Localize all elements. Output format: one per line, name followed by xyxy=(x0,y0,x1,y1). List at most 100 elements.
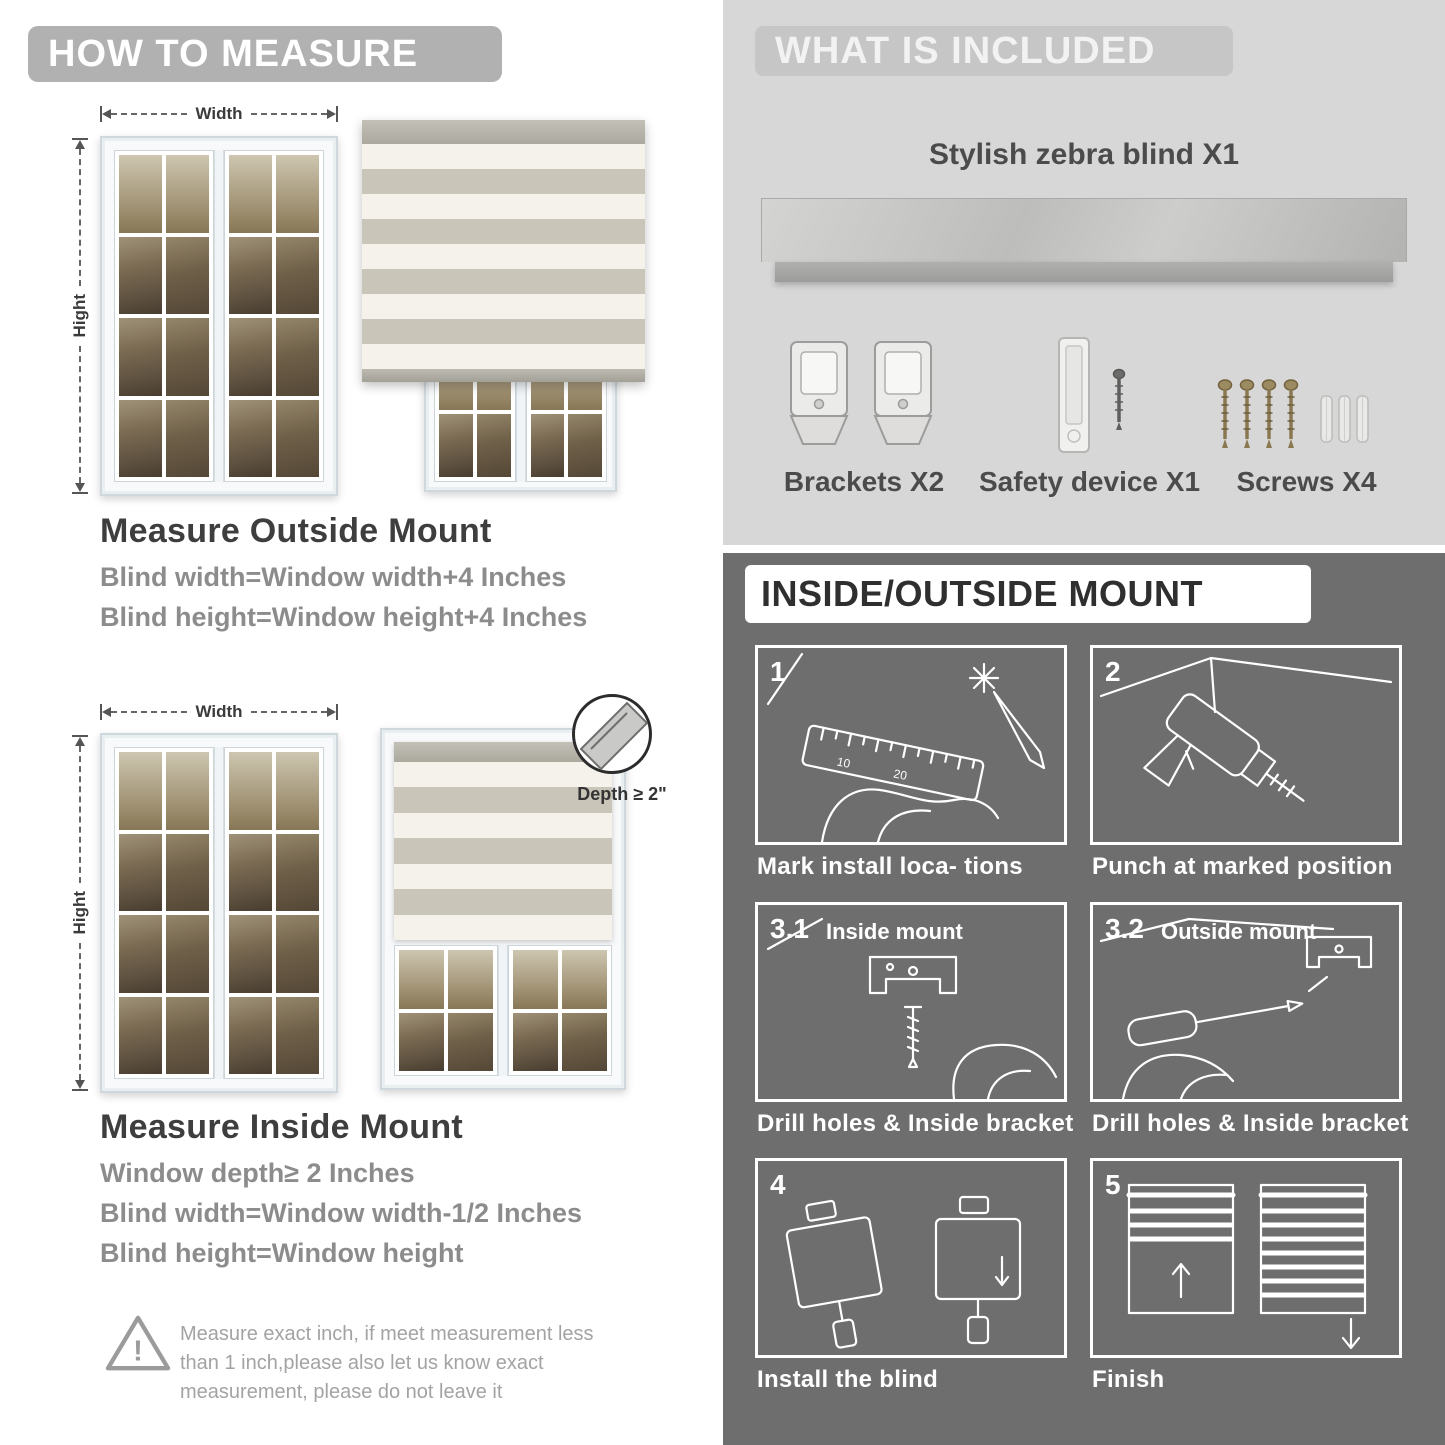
warning-line: Measure exact inch, if meet measurement … xyxy=(180,1323,594,1345)
how-to-measure-section: HOW TO MEASURE Width Hight Measure Out xyxy=(0,0,710,1445)
step-number: 5 xyxy=(1105,1169,1121,1200)
step-4-caption: Install the blind xyxy=(757,1366,939,1393)
window-pane xyxy=(119,915,162,993)
blind-stripe xyxy=(362,319,645,344)
window-pane xyxy=(276,318,319,396)
blind-headrail-valance xyxy=(775,262,1393,282)
dim-endbar xyxy=(100,704,102,720)
blind-cassette xyxy=(394,742,612,762)
window-pane xyxy=(229,155,272,233)
step-panel-5: 5 xyxy=(1090,1158,1402,1358)
blind-cassette xyxy=(362,120,645,144)
window-mullion xyxy=(214,150,224,482)
blind-stripe xyxy=(362,194,645,219)
window-pane xyxy=(229,318,272,396)
outside-rule-width: Blind width=Window width+4 Inches xyxy=(100,562,567,592)
warning-icon: ! xyxy=(105,1315,171,1371)
arrow-up-icon xyxy=(75,140,85,149)
arrow-up-icon xyxy=(75,737,85,746)
window-pane xyxy=(166,236,209,314)
blind-bottom-rail xyxy=(362,369,645,382)
dim-endbar xyxy=(336,704,338,720)
window-pane xyxy=(119,399,162,477)
window-pane xyxy=(276,752,319,830)
blind-stripe xyxy=(362,144,645,169)
step-panel-2: 2 xyxy=(1090,645,1402,845)
window-illustration-inside xyxy=(100,733,338,1093)
dim-endbar xyxy=(100,106,102,122)
safety-device-icon xyxy=(1058,337,1126,453)
step-5-caption: Finish xyxy=(1092,1366,1165,1393)
outside-mount-title: Measure Outside Mount xyxy=(100,512,492,550)
outside-width-dimension: Width xyxy=(100,104,338,124)
dim-endbar xyxy=(336,106,338,122)
window-pane xyxy=(166,752,209,830)
window-pane xyxy=(568,414,602,477)
blind-stripe xyxy=(362,244,645,269)
step-1-caption: Mark install loca- tions xyxy=(757,853,1023,880)
window-pane xyxy=(166,833,209,911)
blind-stripes xyxy=(394,762,612,940)
window-pane xyxy=(119,833,162,911)
blind-stripes xyxy=(362,144,645,369)
depth-zoom-circle xyxy=(572,694,652,774)
window-pane xyxy=(476,414,511,477)
window-lower-panes xyxy=(394,945,612,1076)
blind-stripe xyxy=(362,344,645,369)
window-pane xyxy=(448,950,493,1009)
blind-stripe xyxy=(362,219,645,244)
step-panel-3-2: 3.2 Outside mount xyxy=(1090,902,1402,1102)
step-3-1-caption: Drill holes & Inside bracket xyxy=(757,1110,1074,1137)
step-2-caption: Punch at marked position xyxy=(1092,853,1393,880)
what-is-included-title: WHAT IS INCLUDED xyxy=(755,26,1233,76)
dim-line xyxy=(79,345,81,483)
arrow-right-icon xyxy=(327,109,336,119)
blind-stripe xyxy=(362,294,645,319)
depth-note: Depth ≥ 2" xyxy=(577,784,667,804)
window-pane xyxy=(399,950,444,1009)
inside-blind xyxy=(394,742,612,940)
window-pane xyxy=(448,1012,493,1071)
dim-endbar xyxy=(72,138,88,140)
inside-mount-title: Measure Inside Mount xyxy=(100,1108,464,1146)
step-3-1-art xyxy=(766,917,1058,1099)
dim-line xyxy=(79,942,81,1080)
brackets-label: Brackets X2 xyxy=(783,466,945,497)
window-pane xyxy=(276,155,319,233)
width-label: Width xyxy=(195,104,243,123)
step-panel-3-1: 3.1 Inside mount xyxy=(755,902,1067,1102)
window-pane xyxy=(119,155,162,233)
window-pane xyxy=(166,318,209,396)
blind-headrail xyxy=(761,198,1407,262)
step-number: 1 xyxy=(770,656,786,687)
window-pane xyxy=(276,236,319,314)
blind-stripe xyxy=(362,269,645,294)
window-pane xyxy=(166,155,209,233)
window-pane xyxy=(166,996,209,1074)
window-pane xyxy=(229,236,272,314)
step-5-art xyxy=(1126,1183,1368,1350)
window-sash xyxy=(224,150,324,482)
window-pane xyxy=(276,399,319,477)
window-sash xyxy=(508,945,612,1076)
window-with-inside-blind xyxy=(380,728,626,1090)
dim-line xyxy=(250,113,327,115)
blind-stripe xyxy=(394,889,612,915)
window-sash xyxy=(114,150,214,482)
window-pane xyxy=(439,414,473,477)
arrow-down-icon xyxy=(75,1080,85,1089)
window-pane xyxy=(229,996,272,1074)
step-4-art xyxy=(785,1195,1022,1349)
inside-rule-depth: Window depth≥ 2 Inches xyxy=(100,1158,415,1188)
step-number: 2 xyxy=(1105,656,1121,687)
what-is-included-section: WHAT IS INCLUDED Stylish zebra blind X1 xyxy=(723,0,1445,545)
arrow-left-icon xyxy=(102,707,111,717)
warning-line: measurement, please do not leave it xyxy=(180,1381,503,1403)
warning-text: Measure exact inch, if meet measurement … xyxy=(180,1320,594,1407)
blind-stripe xyxy=(394,812,612,839)
window-pane xyxy=(229,915,272,993)
dim-endbar xyxy=(72,735,88,737)
window-corner-detail xyxy=(579,701,649,771)
window-mullion xyxy=(515,342,526,482)
blind-stripe xyxy=(394,762,612,788)
